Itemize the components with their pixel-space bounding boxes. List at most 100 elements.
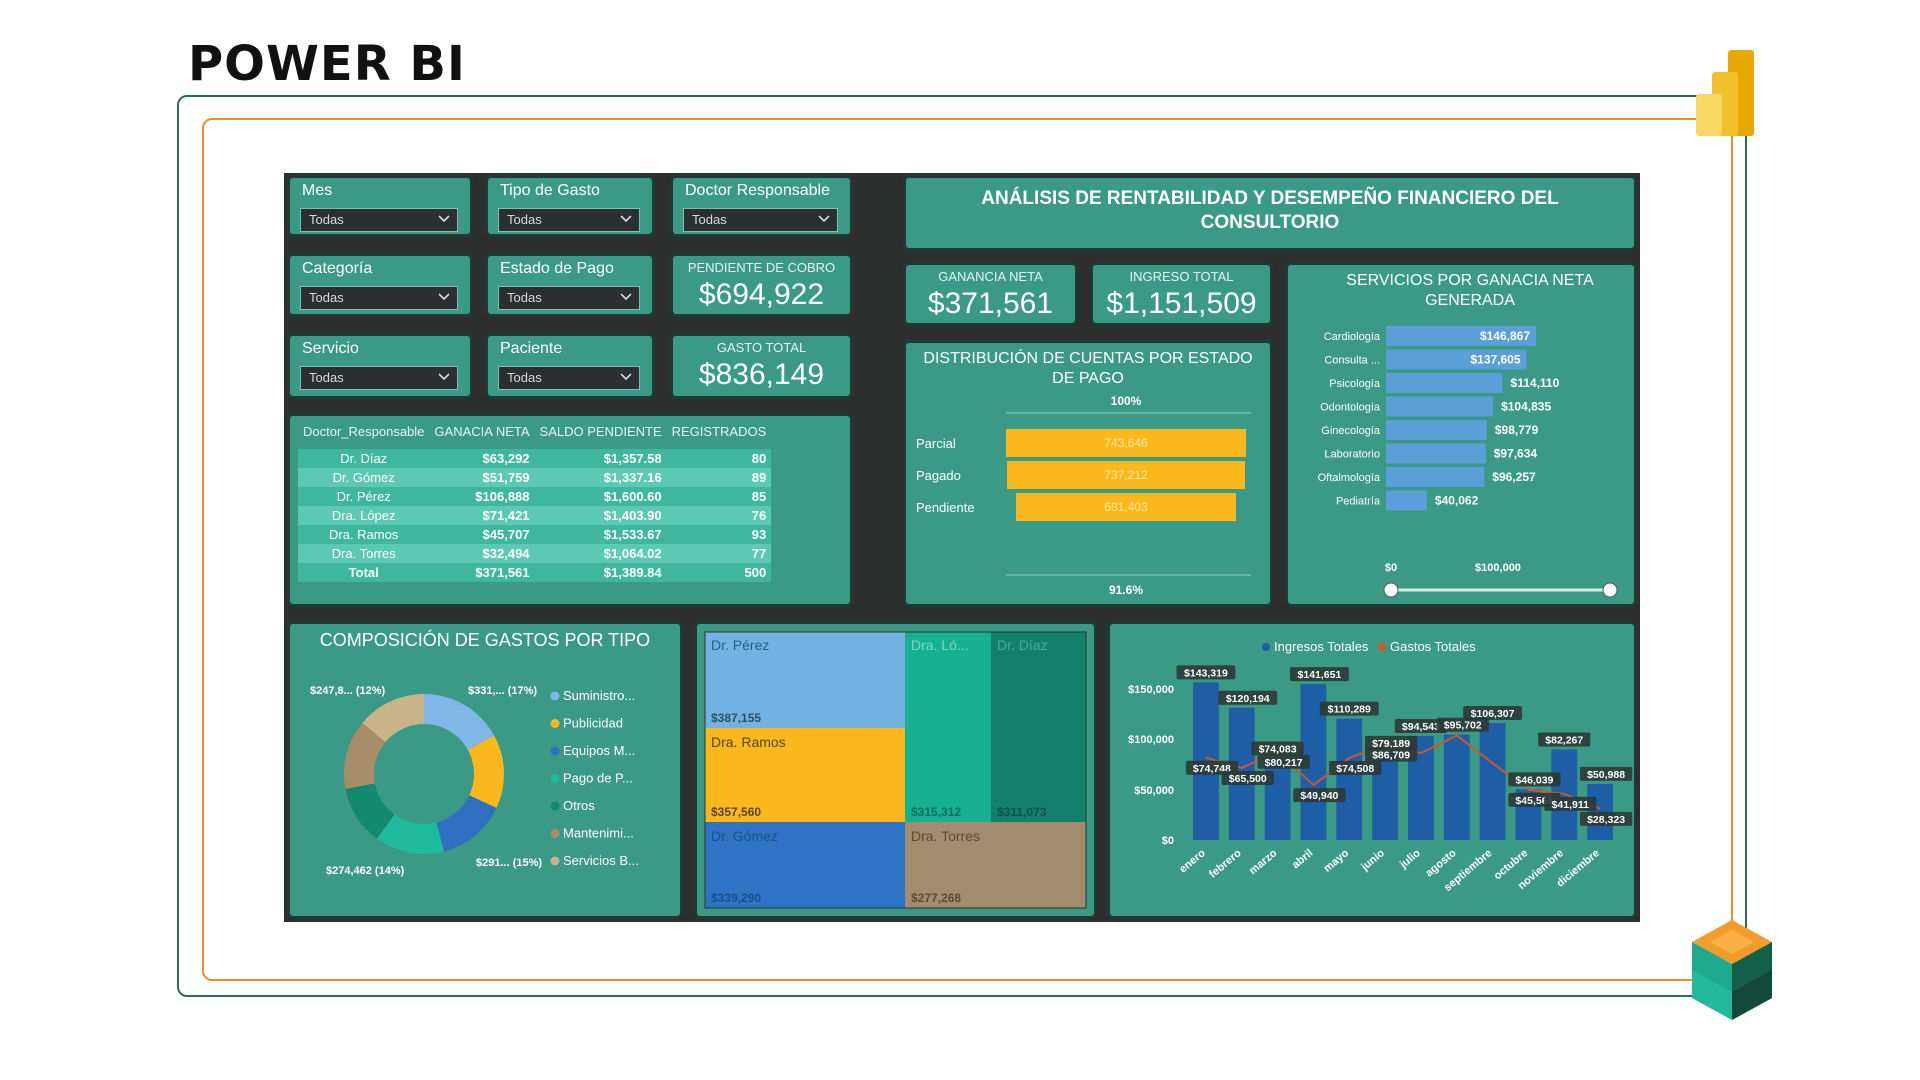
service-bar[interactable] — [1386, 443, 1486, 464]
service-bar[interactable] — [1386, 373, 1503, 393]
legend-label[interactable]: Publicidad — [563, 716, 623, 731]
cell-ganancia: $71,421 — [429, 506, 535, 525]
treemap-tile-dra-lopez[interactable] — [905, 632, 991, 822]
y-tick-label: $100,000 — [1128, 734, 1174, 746]
donut-slice[interactable] — [424, 694, 495, 750]
funnel-bar[interactable] — [1006, 429, 1246, 457]
legend-label[interactable]: Otros — [563, 798, 595, 813]
slicer-dropdown[interactable]: Todas — [300, 208, 458, 232]
service-bar[interactable] — [1386, 467, 1485, 487]
donut-callout: $331,... (17%) — [468, 685, 537, 697]
slicer-dropdown[interactable]: Todas — [498, 208, 640, 232]
data-label: $80,217 — [1265, 757, 1303, 769]
donut-slice[interactable] — [345, 783, 395, 839]
treemap-value: $339,290 — [711, 891, 761, 905]
service-category-label: Ginecología — [1321, 425, 1381, 437]
dashboard-title: ANÁLISIS DE RENTABILIDAD Y DESEMPEÑO FIN… — [981, 188, 1559, 233]
treemap-label: Dra. Torres — [911, 828, 980, 844]
slicer-dropdown[interactable]: Todas — [300, 286, 458, 310]
kpi-value: $1,151,509 — [1106, 287, 1257, 320]
donut-slice[interactable] — [362, 694, 424, 743]
treemap-tile-dr-gomez[interactable] — [705, 822, 905, 908]
treemap-tile-dr-diaz[interactable] — [991, 632, 1086, 822]
cell-ganancia: $45,707 — [429, 525, 535, 544]
slicer-value: Todas — [507, 212, 542, 227]
range-slider-handle-min[interactable] — [1383, 582, 1399, 598]
slicer-paciente[interactable]: Paciente Todas — [485, 333, 655, 399]
slicer-dropdown[interactable]: Todas — [498, 286, 640, 310]
donut-slice[interactable] — [436, 795, 497, 852]
slicer-tipo-gasto[interactable]: Tipo de Gasto Todas — [485, 175, 655, 237]
cell-registrados: 93 — [666, 525, 772, 544]
table-row[interactable]: Dra. Ramos $45,707 $1,533.67 93 — [298, 525, 772, 544]
slicer-value: Todas — [309, 370, 344, 385]
service-bar[interactable] — [1386, 396, 1494, 417]
chart-title-line: DE PAGO — [1052, 370, 1124, 387]
column-header[interactable]: REGISTRADOS — [671, 424, 767, 439]
treemap-tile-dra-torres[interactable] — [905, 822, 1086, 908]
slider-max-label: $100,000 — [1475, 562, 1521, 574]
services-bar-chart: SERVICIOS POR GANACIA NETA GENERADA $0 $… — [1318, 272, 1618, 598]
slicer-value: Todas — [507, 290, 542, 305]
donut-slice[interactable] — [467, 735, 504, 809]
data-label: $86,709 — [1372, 750, 1410, 762]
service-bar[interactable] — [1386, 490, 1427, 511]
treemap-label: Dra. Ramos — [711, 734, 786, 750]
data-label-bg — [1463, 706, 1522, 721]
slicer-categoria[interactable]: Categoría Todas — [287, 253, 473, 317]
income-bar[interactable] — [1443, 734, 1470, 840]
table-row[interactable]: Dra. Torres $32,494 $1,064.02 77 — [298, 544, 772, 563]
slicer-dropdown[interactable]: Todas — [683, 208, 838, 232]
donut-slice[interactable] — [344, 723, 386, 789]
legend-label[interactable]: Gastos Totales — [1390, 639, 1476, 654]
slicer-servicio[interactable]: Servicio Todas — [287, 333, 473, 399]
treemap-value: $277,268 — [911, 891, 961, 905]
service-value-label: $97,634 — [1494, 447, 1538, 461]
service-category-label: Pediatría — [1336, 496, 1381, 508]
service-bar[interactable] — [1386, 349, 1527, 370]
slicer-dropdown[interactable]: Todas — [498, 366, 640, 390]
income-bar[interactable] — [1479, 723, 1506, 840]
chevron-down-icon — [438, 373, 450, 381]
income-bar[interactable] — [1336, 718, 1363, 840]
legend-label[interactable]: Servicios B... — [563, 853, 639, 868]
treemap-value: $315,312 — [911, 805, 961, 819]
range-slider-handle-max[interactable] — [1602, 582, 1618, 598]
treemap-label: Dr. Díaz — [997, 637, 1048, 653]
funnel-value-label: 737,212 — [1104, 468, 1148, 482]
funnel-bar[interactable] — [1007, 461, 1245, 489]
column-header[interactable]: SALDO PENDIENTE — [539, 424, 662, 439]
cell-registrados: 80 — [666, 449, 772, 468]
data-label: $74,083 — [1259, 744, 1297, 756]
chart-title-line: SERVICIOS POR GANACIA NETA — [1346, 272, 1594, 289]
legend-label[interactable]: Pago de P... — [563, 771, 633, 786]
slicer-label: Estado de Pago — [500, 260, 614, 277]
legend-label[interactable]: Mantenimi... — [563, 826, 634, 841]
slicer-label: Categoría — [302, 260, 373, 277]
funnel-bar[interactable] — [1016, 493, 1236, 521]
income-bar[interactable] — [1264, 758, 1291, 840]
slicer-doctor-responsable[interactable]: Doctor Responsable Todas — [670, 175, 853, 237]
table-row[interactable]: Dr. Pérez $106,888 $1,600.60 85 — [298, 487, 772, 506]
service-bar[interactable] — [1386, 326, 1536, 346]
treemap-tile-dr-perez[interactable] — [705, 632, 905, 728]
slicer-mes[interactable]: Mes Todas — [287, 175, 473, 237]
legend-label[interactable]: Suministro... — [563, 688, 635, 703]
table-row[interactable]: Dra. López $71,421 $1,403.90 76 — [298, 506, 772, 525]
services-card: SERVICIOS POR GANACIA NETA GENERADA $0 $… — [1285, 262, 1637, 607]
service-bar[interactable] — [1386, 420, 1487, 440]
cell-registrados: 76 — [666, 506, 772, 525]
data-label: $120,194 — [1226, 693, 1270, 705]
table-row[interactable]: Dr. Gómez $51,759 $1,337.16 89 — [298, 468, 772, 487]
donut-slice[interactable] — [376, 814, 444, 854]
expense-donut-chart: COMPOSICIÓN DE GASTOS POR TIPO $247,8...… — [310, 629, 650, 877]
legend-marker-ingresos — [1262, 643, 1270, 651]
treemap-tile-dra-ramos[interactable] — [705, 728, 905, 822]
column-header[interactable]: Doctor_Responsable — [303, 424, 425, 439]
slicer-estado-pago[interactable]: Estado de Pago Todas — [485, 253, 655, 317]
column-header[interactable]: GANACIA NETA — [434, 424, 530, 439]
table-row[interactable]: Dr. Díaz $63,292 $1,357.58 80 — [298, 449, 772, 468]
legend-label[interactable]: Equipos M... — [563, 743, 635, 758]
slicer-dropdown[interactable]: Todas — [300, 366, 458, 390]
legend-label[interactable]: Ingresos Totales — [1274, 639, 1369, 654]
